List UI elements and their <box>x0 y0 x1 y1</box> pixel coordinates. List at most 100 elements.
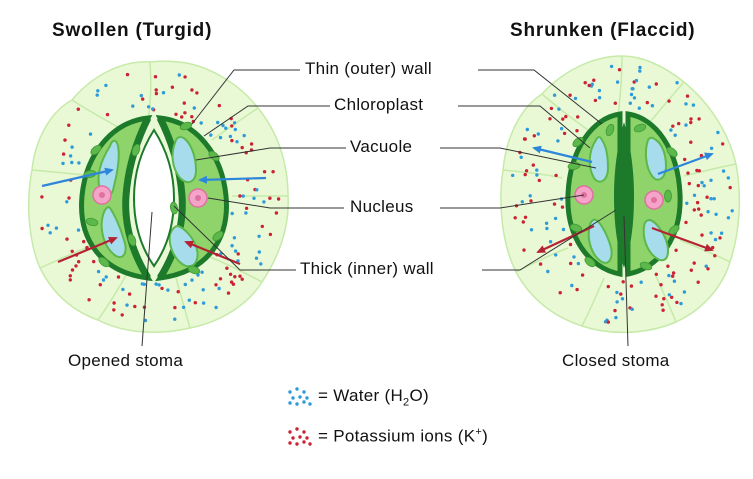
legend-water-suffix: O) <box>409 386 429 405</box>
ion-particle <box>689 268 693 272</box>
leader-thin-wall-left <box>191 69 300 125</box>
ion-particle <box>68 154 73 158</box>
chloroplast <box>90 144 102 156</box>
ion-particle <box>575 129 579 133</box>
ion-particle <box>661 308 665 312</box>
ion-particle <box>262 170 267 174</box>
ion-particle <box>696 183 700 188</box>
ion-particle <box>667 273 671 278</box>
ion-particle <box>568 242 573 247</box>
ion-particle <box>647 85 651 89</box>
ion-particle <box>689 140 693 144</box>
ion-particle <box>116 275 121 279</box>
ion-particle <box>686 171 690 175</box>
legend-water-prefix: = Water (H <box>318 386 404 405</box>
ion-particle <box>244 211 248 215</box>
ion-particle <box>112 301 116 305</box>
ion-particle <box>561 227 566 232</box>
ion-particle <box>719 231 724 235</box>
leader-chloroplast-right <box>458 105 591 149</box>
ion-particle <box>259 262 263 266</box>
ion-particle <box>244 206 249 210</box>
ion-particle <box>70 268 75 272</box>
chloroplast <box>169 201 179 215</box>
ion-particle <box>558 291 562 295</box>
ion-particle <box>587 83 591 88</box>
ion-particle <box>726 216 731 220</box>
ion-particle <box>224 126 228 130</box>
chloroplast <box>569 223 583 233</box>
ion-particle <box>230 138 234 143</box>
ion-particle <box>654 272 658 276</box>
ion-particle <box>662 297 666 301</box>
ion-particle <box>645 100 649 105</box>
ion-particle <box>546 269 550 274</box>
ion-particle <box>54 226 59 230</box>
ion-particle <box>166 288 170 292</box>
ion-particle <box>193 301 197 305</box>
ion-particle <box>104 275 108 279</box>
ion-particle <box>67 196 71 200</box>
ion-particle <box>654 82 658 86</box>
ion-particle <box>568 93 572 97</box>
ion-particle <box>620 297 625 301</box>
ion-particle <box>268 232 273 237</box>
ion-particle <box>673 133 677 137</box>
ion-particle <box>233 275 237 279</box>
ion-particle <box>549 106 554 111</box>
legend-dot <box>291 436 295 440</box>
ion-particle <box>125 303 129 307</box>
ion-particle <box>639 280 643 284</box>
ion-particle <box>706 267 710 271</box>
ion-particle <box>671 274 675 278</box>
ion-particle <box>631 87 635 91</box>
ion-particle <box>154 91 159 96</box>
ion-particle <box>141 97 145 101</box>
ion-particle <box>671 124 675 128</box>
ion-particle <box>554 173 558 178</box>
ion-particle <box>632 96 637 100</box>
ion-particle <box>667 293 671 297</box>
ion-particle <box>675 300 679 305</box>
leader-thick-wall-left <box>173 205 296 271</box>
ion-particle <box>70 145 74 149</box>
ion-particle <box>697 207 701 211</box>
ion-particle <box>195 91 199 95</box>
ion-particle <box>672 279 677 283</box>
ion-particle <box>590 82 594 86</box>
legend-dot <box>302 390 306 394</box>
ion-particle <box>271 170 275 174</box>
leader-nucleus-left <box>207 197 344 209</box>
ion-particle <box>573 96 578 101</box>
ion-particle <box>597 96 602 100</box>
ion-particle <box>537 178 541 183</box>
ion-particle <box>561 117 565 121</box>
chloroplast <box>212 230 224 242</box>
ion-particle <box>217 286 221 291</box>
ion-particle <box>225 266 229 270</box>
chloroplast <box>208 150 220 162</box>
label-chloroplast: Chloroplast <box>334 95 424 114</box>
ion-particle <box>231 282 236 286</box>
ion-particle <box>553 216 558 221</box>
right-k-arrow-out-a <box>536 225 595 253</box>
leader-nucleus-right <box>440 194 585 209</box>
ion-particle <box>98 283 103 287</box>
ion-particle <box>143 318 148 323</box>
ion-particle <box>68 274 73 278</box>
ion-particle <box>650 104 655 108</box>
ion-particle <box>131 104 135 108</box>
ion-particle <box>161 91 166 95</box>
ion-particle <box>576 261 581 266</box>
ion-particle <box>613 101 617 105</box>
ion-particle <box>88 132 93 136</box>
ion-particle <box>200 270 204 274</box>
legend-dot <box>298 435 302 439</box>
ion-particle <box>697 169 701 173</box>
label-vacuole: Vacuole <box>350 137 413 156</box>
ion-particle <box>176 290 180 294</box>
left-stomatal-pore <box>132 128 176 268</box>
ion-particle <box>721 142 725 146</box>
ion-particle <box>564 114 568 119</box>
ion-particle <box>157 283 161 287</box>
